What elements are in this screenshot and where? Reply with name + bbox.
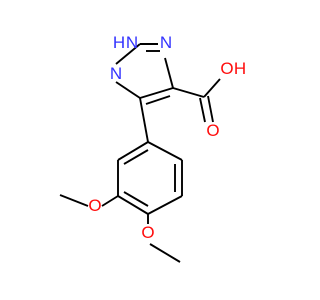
methoxy-groups: [59, 194, 181, 263]
bond-b1-b2: [147, 141, 183, 161]
bond-n1-n2: [115, 43, 141, 65]
bond-c4-ccarboxyl: [172, 87, 205, 98]
bond-n2-c5: [115, 81, 141, 99]
bond-o1-ch3: [59, 194, 89, 207]
atom-h-on-n: H: [113, 33, 125, 52]
bond-b3-b4: [147, 195, 183, 215]
bond-c5-aryl: [139, 97, 149, 143]
bond-b4-b5-inner: [123, 191, 149, 207]
atom-n-h: N: [126, 33, 138, 52]
structure-diagram: N H N N O H O O O: [59, 33, 246, 263]
atom-o-carbonyl: O: [206, 121, 219, 140]
bond-c-o-double-a: [199, 97, 206, 123]
atom-o-methoxy-1: O: [88, 196, 101, 215]
atom-n-left: N: [110, 64, 122, 83]
carboxyl-group: [172, 78, 221, 123]
bond-b5-o1: [101, 195, 119, 207]
atom-o-methoxy-2: O: [141, 223, 154, 242]
bond-o2-ch3: [149, 243, 181, 263]
atom-o-hydroxyl: O: [220, 59, 233, 78]
bond-c4-n3: [164, 57, 174, 89]
bond-c5-c4-double: [145, 95, 171, 105]
triazole-ring: [115, 43, 174, 105]
bond-c5-c4: [139, 87, 174, 99]
atom-n-top-right: N: [160, 33, 172, 52]
atom-h-hydroxyl: H: [234, 59, 246, 78]
bond-c-oh: [203, 78, 221, 98]
bond-b6-b1-inner: [123, 149, 149, 165]
bond-b6-b1: [117, 141, 149, 161]
bond-c-o-double-b: [207, 95, 214, 123]
benzene-ring: [117, 141, 183, 215]
bond-b4-b5: [117, 195, 149, 215]
